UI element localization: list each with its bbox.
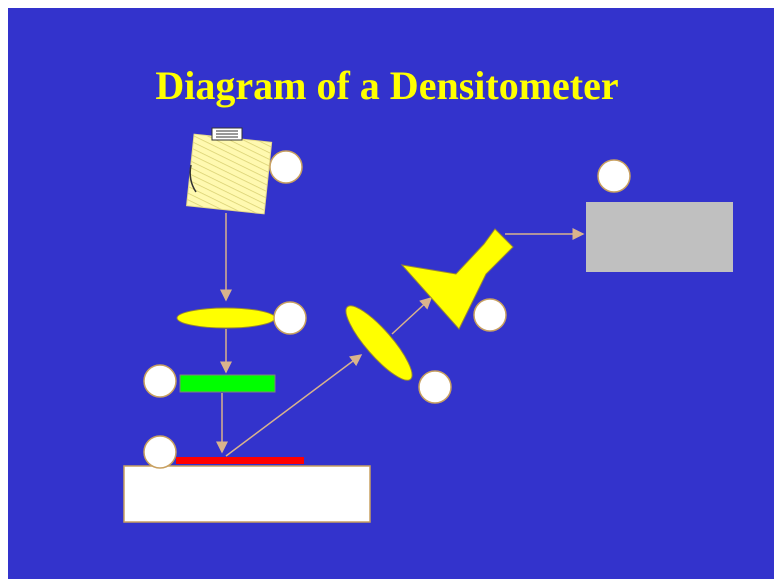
- callout-circle-condenser-lens: [273, 301, 307, 335]
- color-filter: [179, 374, 276, 393]
- beam-arrow-4: [225, 354, 363, 457]
- readout-display: [586, 202, 733, 272]
- callout-circle-collecting-lens: [418, 370, 452, 404]
- collecting-lens: [345, 305, 413, 381]
- callout-circle-sample: [143, 435, 177, 469]
- condenser-lens: [176, 307, 276, 329]
- slide-title: Diagram of a Densitometer: [155, 63, 619, 108]
- photodetector: [400, 228, 514, 330]
- callout-circle-color-filter: [143, 364, 177, 398]
- callout-circle-light-source: [269, 150, 303, 184]
- sample-stage: [123, 465, 371, 523]
- callout-circle-readout: [597, 159, 631, 193]
- beam-arrow-5: [391, 296, 433, 335]
- lamp-icon: [189, 127, 243, 193]
- callout-circle-photodetector: [473, 298, 507, 332]
- light-source: [186, 127, 273, 215]
- sample-strip: [176, 457, 304, 464]
